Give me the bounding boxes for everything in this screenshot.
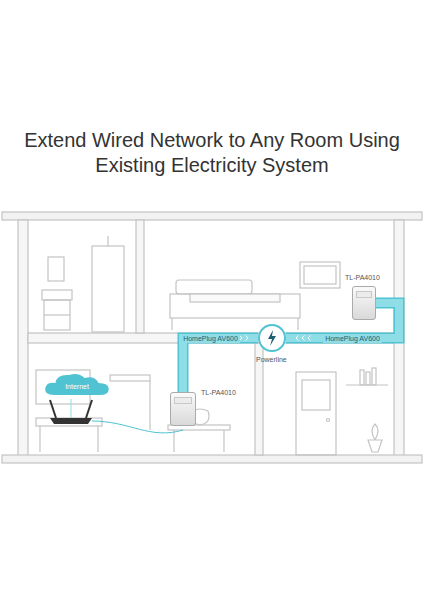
page-title: Extend Wired Network to Any Room Using E… (20, 128, 404, 178)
powerline-band (183, 338, 258, 392)
device-label: TL-PA4010 (345, 274, 380, 281)
adapter-socket (174, 397, 192, 404)
flow-chevron (302, 336, 305, 341)
lightning-symbol (260, 326, 284, 350)
flow-chevron (246, 336, 249, 341)
adapter-socket (356, 291, 372, 298)
cloud-label: Internet (44, 372, 110, 399)
device-label: TL-PA4010 (201, 389, 236, 396)
powerline-hub: Powerline (258, 324, 286, 352)
band-label: HomePlug AV600 (323, 334, 382, 343)
internet-cloud: Internet (44, 372, 110, 396)
flow-chevron (308, 336, 311, 341)
powerline-adapter: TL-PA4010 (352, 286, 376, 320)
powerline-adapter: TL-PA4010 (170, 392, 196, 426)
band-label: HomePlug AV600 (181, 334, 240, 343)
flow-chevron (240, 336, 243, 341)
device-label: Powerline (256, 356, 287, 363)
flow-chevron (296, 336, 299, 341)
